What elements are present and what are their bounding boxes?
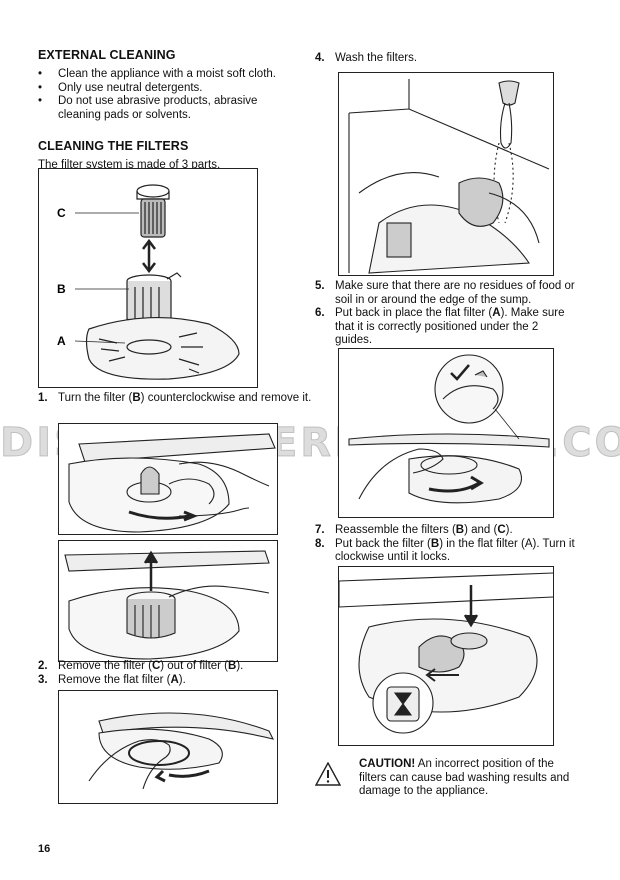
step-6-figure — [338, 348, 554, 518]
step-4: 4. Wash the filters. — [315, 52, 418, 64]
page-number: 16 — [38, 843, 51, 855]
steps-5-6: 5. Make sure that there are no residues … — [315, 280, 577, 348]
list-item: Do not use abrasive products, abrasive c… — [38, 95, 300, 122]
external-cleaning-list: Clean the appliance with a moist soft cl… — [38, 68, 300, 122]
step-8: 8. Put back the filter (B) in the flat f… — [315, 537, 575, 564]
step-1-figure — [58, 423, 278, 535]
step-3: 3. Remove the flat filter (A). — [38, 673, 186, 686]
step-2-figure — [58, 540, 278, 662]
caution-text: CAUTION! An incorrect position of the fi… — [359, 758, 570, 797]
label-c: C — [57, 206, 66, 220]
step-6: 6. Put back in place the flat filter (A)… — [315, 307, 565, 346]
list-item: Only use neutral detergents. — [38, 82, 300, 96]
left-column: EXTERNAL CLEANING Clean the appliance wi… — [38, 48, 300, 173]
step-3-figure — [58, 690, 278, 804]
step-4-figure — [338, 72, 554, 276]
step-2: 2. Remove the filter (C) out of filter (… — [38, 660, 244, 672]
external-cleaning-heading: EXTERNAL CLEANING — [38, 48, 176, 62]
label-a: A — [57, 334, 66, 348]
list-item: Clean the appliance with a moist soft cl… — [38, 68, 300, 82]
steps-7-8: 7. Reassemble the filters (B) and (C). 8… — [315, 524, 577, 565]
cleaning-filters-heading: CLEANING THE FILTERS — [38, 139, 189, 153]
step-8-figure — [338, 566, 554, 746]
step-5: 5. Make sure that there are no residues … — [315, 280, 575, 306]
label-b: B — [57, 282, 66, 296]
step-1: 1. Turn the filter (B) counterclockwise … — [38, 392, 312, 404]
step-7: 7. Reassemble the filters (B) and (C). — [315, 524, 513, 536]
steps-2-3: 2. Remove the filter (C) out of filter (… — [38, 660, 300, 687]
warning-icon — [314, 761, 342, 791]
filter-system-figure: C B A — [38, 168, 258, 388]
